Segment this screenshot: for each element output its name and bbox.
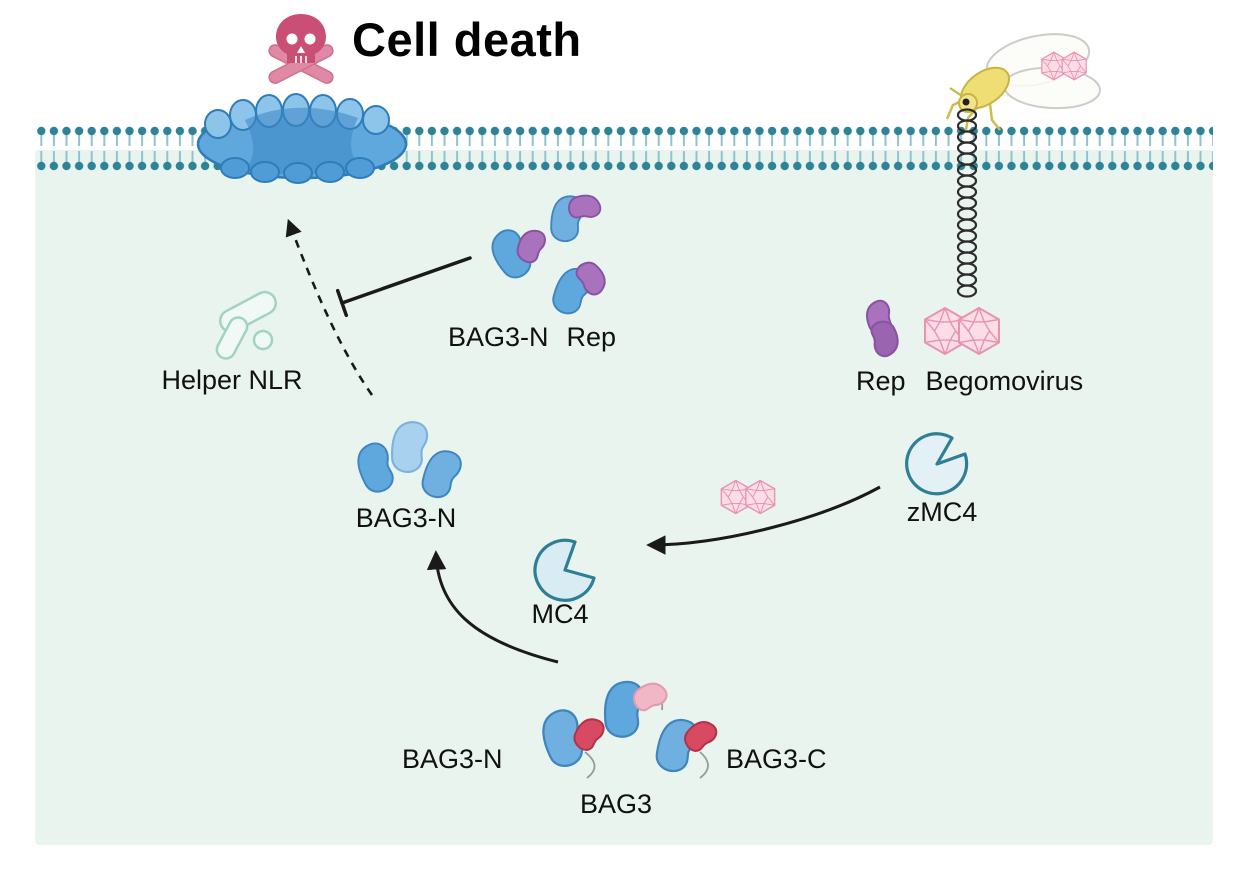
- label-zmc4: zMC4: [906, 497, 978, 527]
- zmc4-protease-icon: [905, 432, 969, 496]
- cell-interior-background: [35, 150, 1213, 845]
- mc4-protease-icon: [533, 538, 596, 602]
- bag3-complex-graphic: [536, 676, 722, 779]
- label-bag3n-mid: BAG3-N: [355, 503, 457, 533]
- label-bag3n-rep: BAG3-N Rep: [448, 322, 616, 353]
- helper-nlr-icon: [215, 290, 278, 360]
- membrane-pore-graphic: [196, 93, 408, 184]
- label-helper-nlr: Helper NLR: [161, 365, 303, 395]
- label-bag3n-bottom: BAG3-N: [402, 744, 503, 774]
- label-rep: Rep: [856, 366, 906, 396]
- label-bag3n-rep-rep: Rep: [566, 322, 617, 352]
- label-mc4: MC4: [531, 599, 589, 629]
- label-begomovirus: Begomovirus: [925, 366, 1084, 396]
- title-cell-death: Cell death: [352, 13, 582, 66]
- label-bag3c: BAG3-C: [726, 744, 827, 774]
- pathway-arrows: [285, 218, 881, 664]
- arrow-zmc4-to-mc4: [646, 485, 881, 555]
- skull-icon: [268, 14, 334, 84]
- label-bag3n-rep-bag3n: BAG3-N: [448, 322, 549, 352]
- label-bag3: BAG3: [580, 789, 653, 819]
- label-rep-begomovirus: Rep Begomovirus: [856, 366, 1083, 397]
- inhibition-tbar: [335, 256, 472, 318]
- arrow-bag3-to-bag3n: [426, 550, 559, 664]
